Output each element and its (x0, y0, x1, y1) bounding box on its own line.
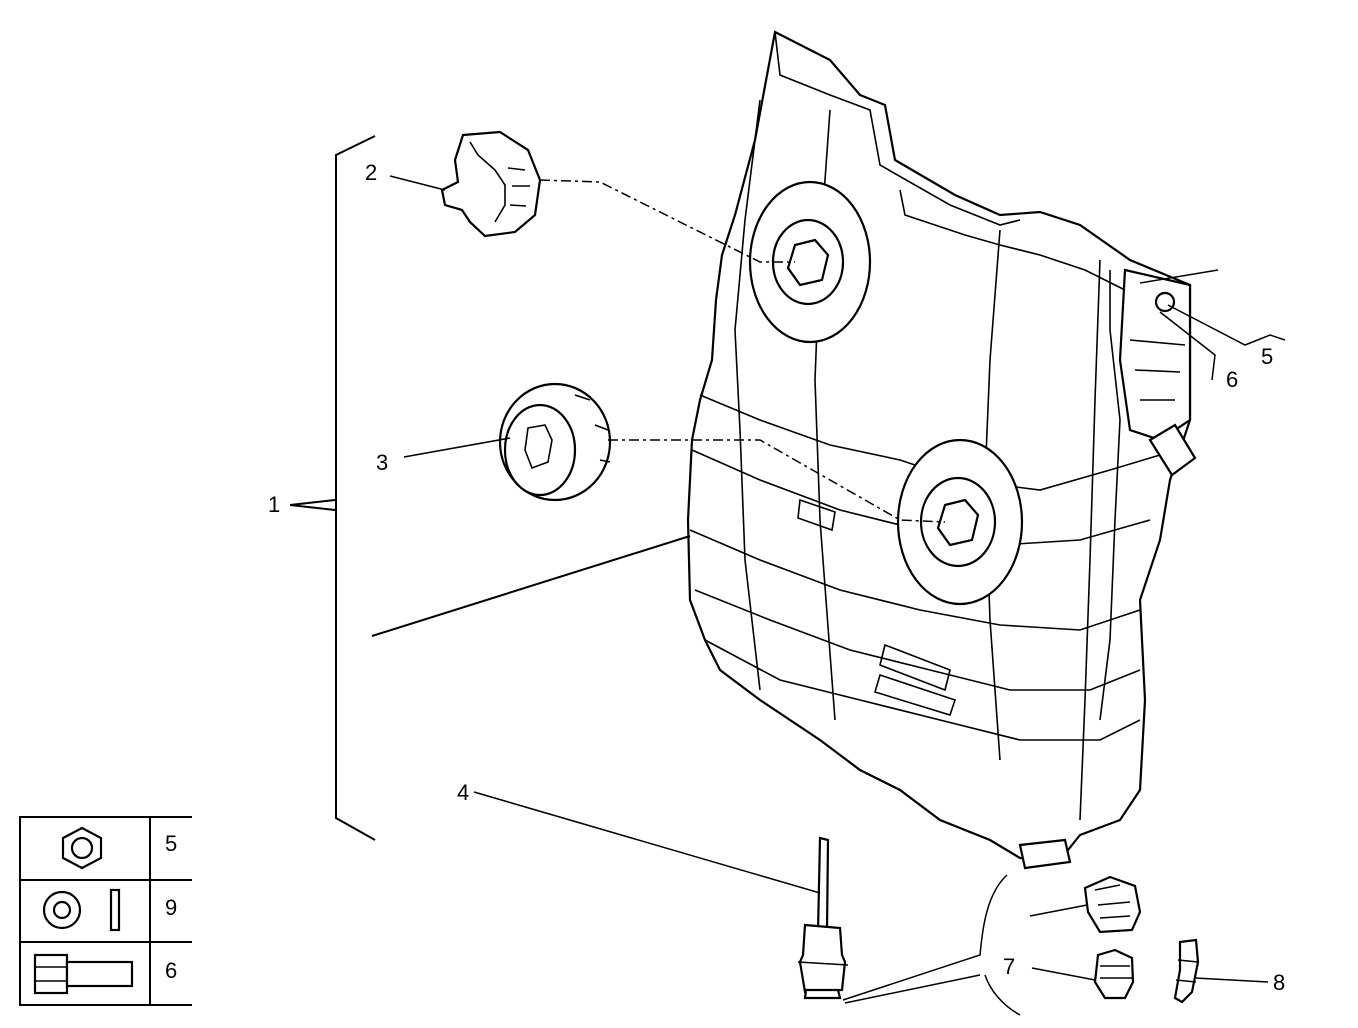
callout-4: 4 (457, 780, 469, 805)
bolt-icon (33, 953, 134, 995)
washer-icon (42, 888, 121, 932)
hex-nut-icon (61, 826, 103, 870)
legend-number-6: 6 (165, 958, 177, 983)
level-sensor-part-4 (797, 836, 849, 1000)
expansion-tank (686, 30, 1197, 870)
legend-number-5: 5 (165, 831, 177, 856)
cap-part-2 (440, 130, 542, 238)
legend-number-9: 9 (165, 895, 177, 920)
sensor-plug-part-7-upper (1083, 875, 1142, 934)
callout-2: 2 (365, 160, 377, 185)
callout-7: 7 (1003, 954, 1015, 979)
pressure-cap-part-3 (498, 382, 612, 502)
callout-1: 1 (268, 492, 280, 517)
callout-3: 3 (376, 450, 388, 475)
leader-lines (289, 135, 1286, 1016)
fastener-legend: 5 9 6 (19, 816, 192, 1006)
callout-6: 6 (1226, 367, 1238, 392)
callout-5: 5 (1261, 344, 1273, 369)
clip-part-8 (1173, 938, 1200, 1004)
sensor-plug-part-7-lower (1093, 948, 1135, 1000)
callout-8: 8 (1273, 970, 1285, 995)
